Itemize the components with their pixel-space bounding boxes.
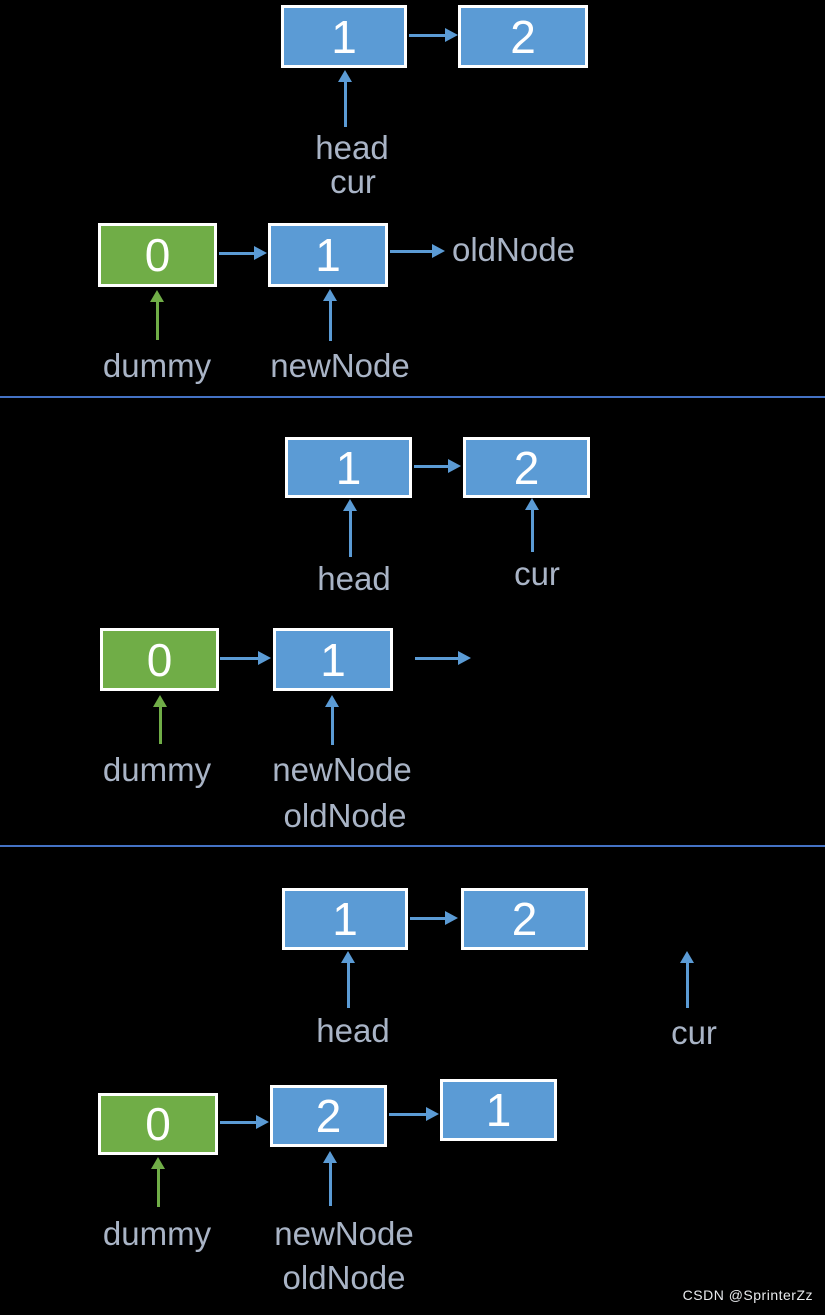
next-arrow [390, 244, 445, 258]
work-node-1: 1 [440, 1079, 557, 1141]
new-node-label: newNode [272, 751, 412, 788]
list-node-2: 2 [461, 888, 588, 950]
dummy-node: 0 [98, 223, 217, 287]
section-divider [0, 396, 825, 398]
work-node-2: 2 [270, 1085, 387, 1147]
section-divider [0, 845, 825, 847]
head-pointer-label: head [316, 1012, 390, 1049]
dummy-pointer-label: dummy [102, 751, 212, 788]
next-arrow [389, 1107, 439, 1121]
head-pointer-label: head [317, 560, 391, 597]
pointer-up-arrow [338, 70, 352, 127]
work-node-1: 1 [273, 628, 393, 691]
list-node-2: 2 [463, 437, 590, 498]
null-next-arrow [415, 651, 471, 665]
pointer-up-arrow [150, 290, 164, 340]
next-arrow [410, 911, 458, 925]
pointer-up-arrow [343, 499, 357, 557]
pointer-up-arrow [325, 695, 339, 745]
old-node-label: oldNode [452, 231, 575, 268]
next-arrow [220, 1115, 269, 1129]
dummy-pointer-label: dummy [102, 347, 212, 384]
cur-pointer-label: cur [330, 163, 376, 200]
old-node-label: oldNode [283, 797, 407, 834]
cur-pointer-label: cur [514, 555, 560, 592]
pointer-up-arrow-null [680, 951, 694, 1008]
list-node-1: 1 [282, 888, 408, 950]
work-node-1: 1 [268, 223, 388, 287]
cur-pointer-label: cur [671, 1014, 717, 1051]
new-node-label: newNode [274, 1215, 414, 1252]
new-node-label: newNode [270, 347, 410, 384]
dummy-pointer-label: dummy [102, 1215, 212, 1252]
list-node-1: 1 [281, 5, 407, 68]
head-pointer-label: head [315, 129, 389, 166]
pointer-up-arrow [323, 1151, 337, 1206]
list-node-2: 2 [458, 5, 588, 68]
next-arrow [414, 459, 461, 473]
dummy-node: 0 [98, 1093, 218, 1155]
list-node-1: 1 [285, 437, 412, 498]
pointer-up-arrow [525, 498, 539, 552]
next-arrow [219, 246, 267, 260]
next-arrow [409, 28, 458, 42]
pointer-up-arrow [151, 1157, 165, 1207]
next-arrow [220, 651, 271, 665]
dummy-node: 0 [100, 628, 219, 691]
old-node-label: oldNode [282, 1259, 406, 1296]
pointer-up-arrow [323, 289, 337, 341]
csdn-watermark: CSDN @SprinterZz [682, 1287, 813, 1303]
pointer-up-arrow [341, 951, 355, 1008]
pointer-up-arrow [153, 695, 167, 744]
